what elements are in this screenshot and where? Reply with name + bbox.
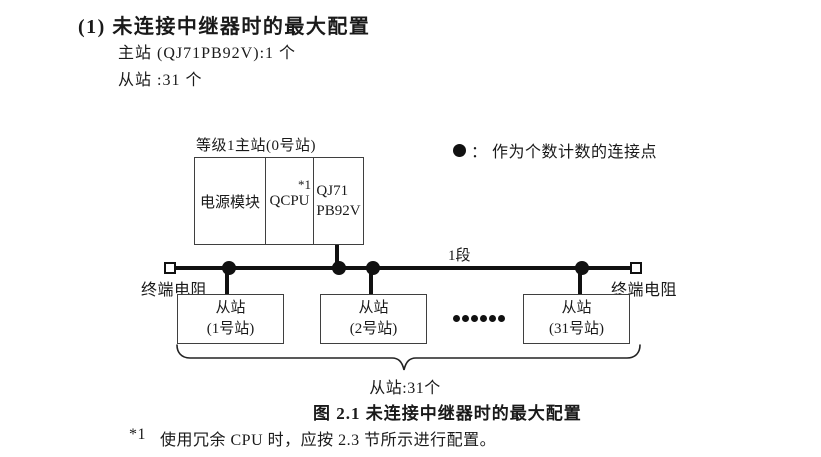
slave-count-label: 从站:31个 <box>369 380 441 397</box>
connection-point-dot-icon <box>332 261 346 275</box>
spec-line-master: 主站 (QJ71PB92V):1 个 <box>118 45 297 62</box>
slave-count-brace <box>176 344 641 371</box>
slave-box-31: 从站 (31号站) <box>523 294 630 344</box>
spec-lines: 主站 (QJ71PB92V):1 个 从站 :31 个 <box>118 40 296 94</box>
terminator-square-left <box>164 262 176 274</box>
figure-caption: 图 2.1 未连接中继器时的最大配置 <box>313 404 582 423</box>
terminator-square-right <box>630 262 642 274</box>
slave1-drop-line <box>225 268 229 294</box>
connection-point-dot-icon <box>222 261 236 275</box>
qj71pb92v-cell: QJ71 PB92V <box>313 158 363 244</box>
qcpu-cell: *1 QCPU <box>265 158 313 244</box>
slave-box-2: 从站 (2号站) <box>320 294 427 344</box>
qj71pb92v-label: QJ71 PB92V <box>316 183 361 219</box>
ellipsis-dots-icon <box>453 315 505 322</box>
legend: ： 作为个数计数的连接点 <box>453 138 657 162</box>
slave2-drop-line <box>369 268 373 294</box>
spec-line-slave: 从站 :31 个 <box>118 72 203 89</box>
power-module-cell: 电源模块 <box>195 158 265 244</box>
slave31-drop-line <box>578 268 582 294</box>
footnote-text: 使用冗余 CPU 时，应按 2.3 节所示进行配置。 <box>160 432 497 449</box>
legend-text: ： 作为个数计数的连接点 <box>471 144 658 161</box>
master-station-box: 电源模块 *1 QCPU QJ71 PB92V <box>194 157 364 245</box>
footnote: *1 使用冗余 CPU 时，应按 2.3 节所示进行配置。 <box>129 426 496 450</box>
connection-point-dot-icon <box>453 143 466 157</box>
section-heading: (1) 未连接中继器时的最大配置 <box>78 16 371 38</box>
slave-box-1: 从站 (1号站) <box>177 294 284 344</box>
segment-label: 1段 <box>448 248 471 264</box>
footnote-marker-ref: *1 <box>298 177 311 192</box>
footnote-marker: *1 <box>129 426 146 443</box>
master-station-label: 等级1主站(0号站) <box>196 138 316 154</box>
connection-point-dot-icon <box>575 261 589 275</box>
qcpu-label: QCPU <box>269 192 310 209</box>
connection-point-dot-icon <box>366 261 380 275</box>
bus-line <box>170 266 638 270</box>
master-drop-line <box>335 245 339 268</box>
power-module-label: 电源模块 <box>199 194 260 211</box>
